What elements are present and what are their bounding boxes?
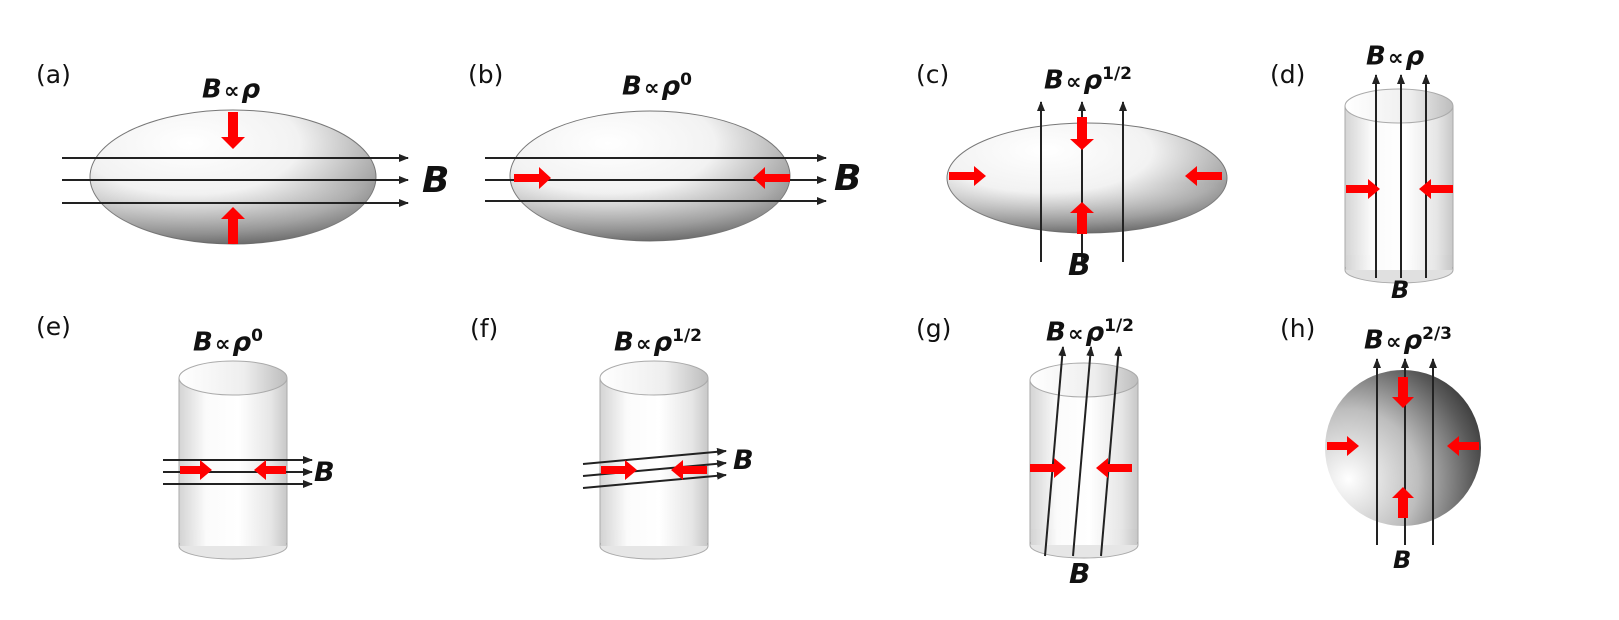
- relation-var: ρ: [1405, 41, 1425, 72]
- ellipsoid-shade: [510, 111, 790, 241]
- relation-exponent: 0: [251, 326, 263, 346]
- panel-e-label: (e): [36, 312, 71, 341]
- relation-var: ρ: [1403, 325, 1423, 356]
- relation-symbol: ∝: [1065, 69, 1082, 95]
- relation-symbol: ∝: [1385, 329, 1402, 355]
- panel-c-graphic: [946, 101, 1228, 262]
- compression-arrow-right: [949, 166, 986, 186]
- relation-base: B: [1366, 41, 1386, 72]
- compression-arrow-up: [1392, 487, 1414, 518]
- panel-b-scaling-relation: B∝ρ0: [622, 70, 692, 102]
- relation-var: ρ: [661, 71, 681, 102]
- panel-f-label: (f): [470, 314, 499, 343]
- panel-f-scaling-relation: B∝ρ1/2: [614, 326, 702, 358]
- panel-e-scaling-relation: B∝ρ0: [193, 326, 263, 358]
- panel-f-graphic: [582, 360, 727, 560]
- relation-symbol: ∝: [635, 331, 652, 357]
- cylinder-top: [178, 360, 288, 396]
- panel-g-scaling-relation: B∝ρ1/2: [1046, 316, 1134, 348]
- compression-arrow-down: [221, 112, 245, 149]
- compression-arrow-down: [1392, 377, 1414, 408]
- cylinder-body: [178, 377, 288, 547]
- panel-h-field-label: B: [1393, 546, 1412, 574]
- panel-f-field-label: B: [733, 445, 754, 476]
- panel-c-scaling-relation: B∝ρ1/2: [1044, 64, 1132, 96]
- panel-a-label: (a): [36, 60, 71, 89]
- relation-symbol: ∝: [643, 75, 660, 101]
- panel-g-field-label: B: [1069, 557, 1091, 590]
- panel-d-label: (d): [1270, 60, 1306, 89]
- panel-e-field-label: B: [314, 457, 335, 488]
- ellipsoid-shade: [947, 123, 1227, 233]
- compression-arrow-right: [514, 167, 551, 189]
- relation-symbol: ∝: [1067, 321, 1084, 347]
- panel-b-field-label: B: [834, 158, 862, 199]
- compression-arrow-right: [180, 460, 212, 480]
- compression-arrow-left: [1447, 436, 1479, 456]
- panel-b-label: (b): [468, 60, 504, 89]
- relation-exponent: 0: [680, 70, 692, 90]
- panel-a-graphic: [62, 109, 409, 245]
- panel-c-field-label: B: [1068, 248, 1091, 283]
- relation-base: B: [202, 74, 222, 105]
- cylinder-body: [599, 377, 709, 547]
- cylinder-top: [599, 360, 709, 396]
- panel-e-graphic: [163, 360, 313, 560]
- compression-arrow-up: [221, 207, 245, 244]
- field-line: [1100, 346, 1123, 557]
- field-line: [1072, 346, 1095, 557]
- compression-arrow-up: [1070, 202, 1094, 234]
- relation-var: ρ: [232, 327, 252, 358]
- relation-base: B: [622, 71, 642, 102]
- relation-var: ρ: [653, 327, 673, 358]
- compression-arrow-left: [254, 460, 286, 480]
- panel-h-label: (h): [1280, 314, 1316, 343]
- relation-symbol: ∝: [214, 331, 231, 357]
- panel-h-graphic: [1325, 358, 1481, 545]
- panel-d-graphic: [1344, 74, 1454, 284]
- panel-a-field-label: B: [422, 160, 450, 201]
- relation-exponent: 2/3: [1422, 324, 1452, 344]
- relation-base: B: [1046, 317, 1066, 348]
- cylinder-body: [1029, 379, 1139, 546]
- field-line: [1044, 346, 1067, 557]
- ellipsoid-shade: [90, 110, 376, 244]
- panel-d-scaling-relation: B∝ρ: [1366, 40, 1424, 72]
- compression-arrow-left: [1096, 458, 1132, 478]
- relation-var: ρ: [241, 74, 261, 105]
- compression-arrow-right: [1030, 458, 1066, 478]
- relation-base: B: [1044, 65, 1064, 96]
- cylinder-top: [1344, 88, 1454, 124]
- panel-a-scaling-relation: B∝ρ: [202, 73, 260, 105]
- relation-var: ρ: [1083, 65, 1103, 96]
- compression-arrow-left: [1419, 179, 1453, 199]
- compression-arrow-right: [1346, 179, 1380, 199]
- panel-b-graphic: [485, 110, 827, 242]
- compression-arrow-down: [1070, 117, 1094, 150]
- cylinder-top: [1029, 362, 1139, 398]
- panel-c-label: (c): [916, 60, 950, 89]
- relation-exponent: 1/2: [672, 326, 702, 346]
- compression-arrow-left: [1185, 166, 1222, 186]
- panel-h-scaling-relation: B∝ρ2/3: [1364, 324, 1452, 356]
- relation-base: B: [614, 327, 634, 358]
- panel-d-field-label: B: [1391, 276, 1410, 304]
- relation-exponent: 1/2: [1104, 316, 1134, 336]
- relation-symbol: ∝: [223, 78, 240, 104]
- relation-exponent: 1/2: [1102, 64, 1132, 84]
- compression-arrow-right: [1327, 436, 1359, 456]
- compression-arrow-left: [671, 460, 707, 480]
- compression-arrow-left: [753, 167, 790, 189]
- panel-g-label: (g): [916, 314, 952, 343]
- relation-base: B: [193, 327, 213, 358]
- field-line: [582, 471, 727, 489]
- sphere-shape: [1325, 370, 1481, 526]
- relation-symbol: ∝: [1387, 45, 1404, 71]
- compression-arrow-right: [601, 460, 637, 480]
- field-line: [582, 447, 727, 465]
- panel-g-graphic: [1029, 346, 1139, 559]
- relation-var: ρ: [1085, 317, 1105, 348]
- relation-base: B: [1364, 325, 1384, 356]
